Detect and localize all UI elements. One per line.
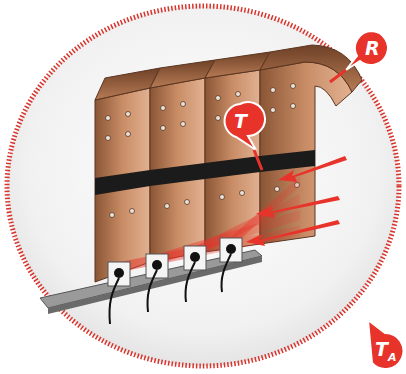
callout-subscript: A xyxy=(388,352,397,363)
callout-letter: T xyxy=(234,112,247,131)
callout-letter: T xyxy=(375,340,388,359)
callout-letter: R xyxy=(365,39,380,58)
